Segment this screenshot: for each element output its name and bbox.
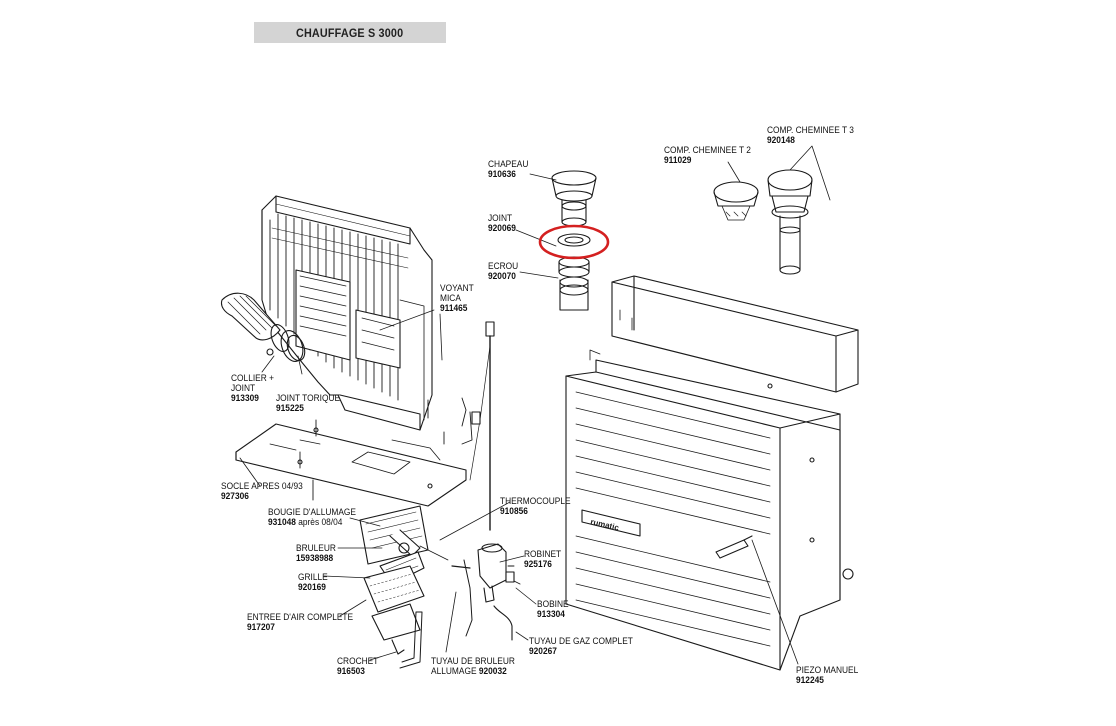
chimney-stack [551,170,597,311]
piezo-igniter [715,535,753,559]
top-cover [611,275,859,393]
title-banner: CHAUFFAGE S 3000 [254,22,446,43]
chimney-comp-t2 [713,181,759,221]
base-plate [235,419,467,507]
leader-lines [239,145,831,665]
chimney-comp-t3 [767,169,813,275]
thermocouple [461,321,495,531]
heat-exchanger [261,195,433,431]
page-title: CHAUFFAGE S 3000 [296,25,404,40]
knob [842,568,854,580]
gas-valve [419,543,521,641]
small-fixings [391,397,481,461]
front-case [565,349,841,671]
burner-assembly [359,505,429,669]
highlight-circle [538,224,610,260]
flex-hose [220,292,306,362]
